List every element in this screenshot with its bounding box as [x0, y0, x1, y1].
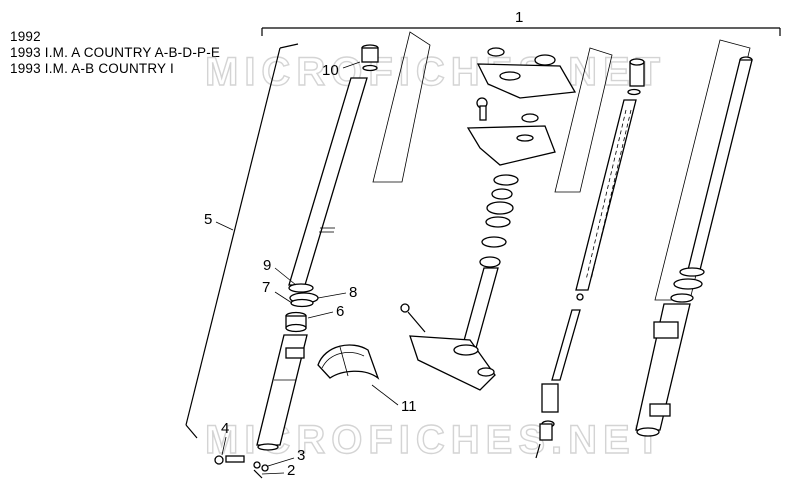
callout-3: 3 — [297, 447, 305, 464]
callout-7: 7 — [262, 279, 270, 296]
left-fork-leg — [214, 44, 379, 479]
callout-11: 11 — [401, 398, 417, 415]
frame-spring — [554, 47, 613, 193]
callout-8: 8 — [349, 284, 357, 301]
callout-5: 5 — [204, 211, 212, 228]
assembly-bracket — [261, 27, 781, 36]
watermark-top: MICROFICHES.NET — [205, 50, 666, 94]
header-line-2: 1993 I.M. A COUNTRY A-B-D-P-E — [10, 45, 221, 60]
right-fork-leg — [635, 56, 753, 437]
header-line-1: 1992 — [10, 29, 41, 44]
steering-head — [400, 47, 577, 391]
callout-6: 6 — [336, 303, 344, 320]
fork-guard — [317, 344, 380, 380]
callout-2: 2 — [287, 462, 295, 479]
fork-spring — [535, 58, 645, 459]
callout-10: 10 — [322, 62, 339, 79]
callout-9: 9 — [263, 257, 271, 274]
frame-top-cap — [372, 31, 431, 183]
header-line-3: 1993 I.M. A-B COUNTRY I — [10, 61, 174, 76]
left-leg-bracket — [185, 43, 299, 439]
callout-4: 4 — [221, 420, 229, 437]
callout-1: 1 — [515, 9, 523, 26]
